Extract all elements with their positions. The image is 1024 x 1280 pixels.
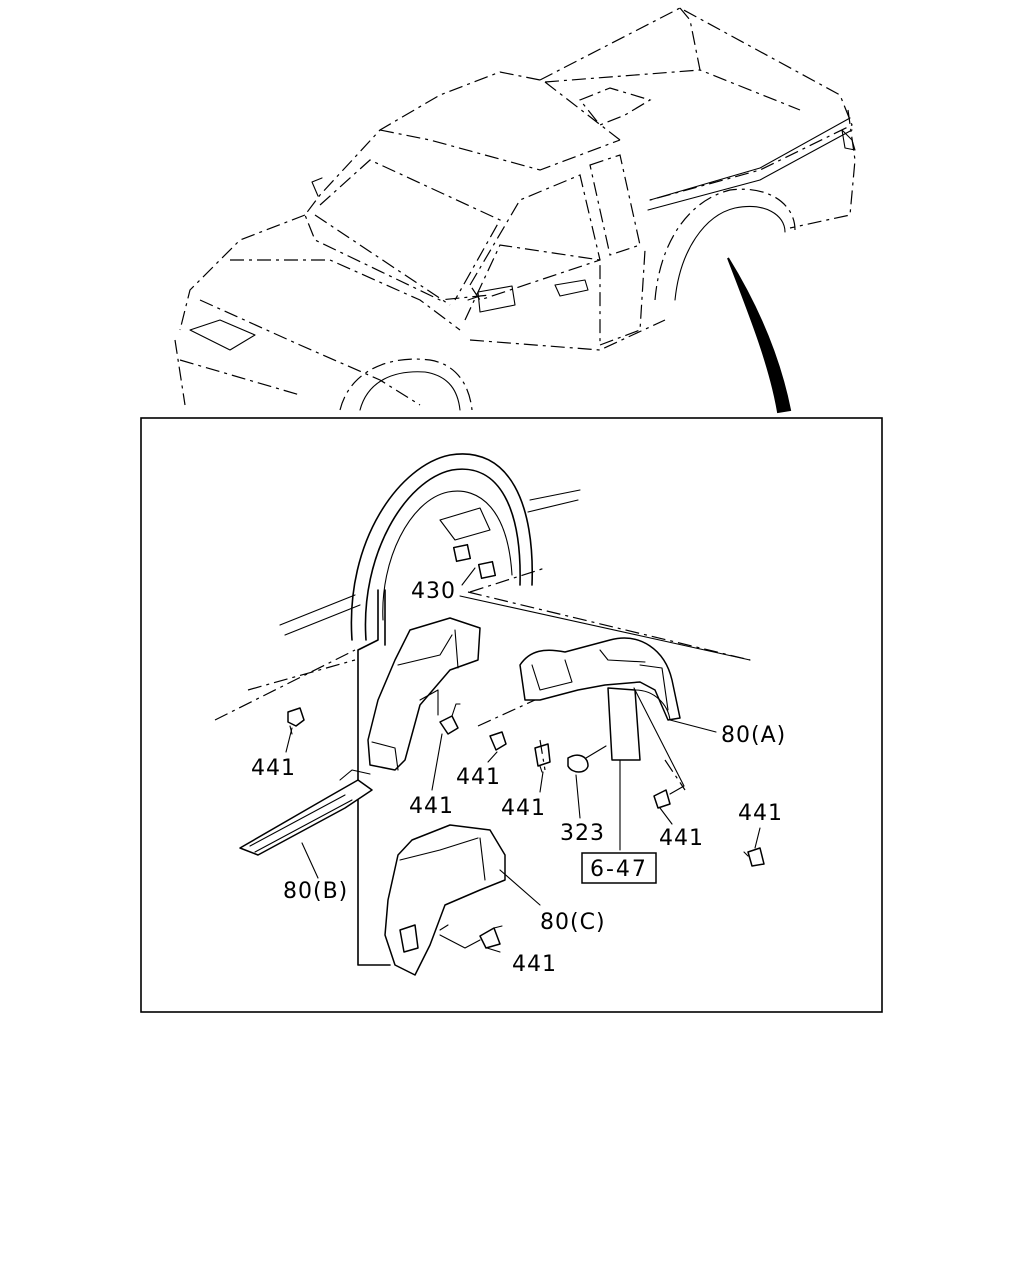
callout-80c: 80(C) xyxy=(540,910,606,935)
detail-frame xyxy=(140,417,883,1013)
callout-441-mid1: 441 xyxy=(409,794,454,819)
part-430-nut-plates xyxy=(452,543,751,661)
callout-441-left: 441 xyxy=(251,756,296,781)
clip-icon xyxy=(439,703,461,735)
detail-pointer xyxy=(727,257,792,414)
clip-icon xyxy=(534,743,551,773)
callout-441-right1: 441 xyxy=(659,826,704,851)
callout-323: 323 xyxy=(560,821,605,846)
callout-80b: 80(B) xyxy=(283,879,348,904)
screw-323-icon xyxy=(567,745,607,773)
callout-430: 430 xyxy=(411,579,456,604)
clip-icon xyxy=(653,789,671,809)
fender-body xyxy=(214,453,581,966)
leader-lines xyxy=(285,595,761,953)
clip-icon xyxy=(287,707,305,735)
callout-441-right2: 441 xyxy=(738,801,783,826)
clip-icon xyxy=(743,847,765,867)
part-80b-liner xyxy=(239,617,481,856)
reference-box[interactable]: 6-47 xyxy=(590,857,648,882)
clip-icon xyxy=(479,925,503,949)
clip-icon xyxy=(489,731,507,751)
truck-illustration xyxy=(174,7,856,411)
callout-441-bottom: 441 xyxy=(512,952,557,977)
callout-441-mid2: 441 xyxy=(456,765,501,790)
callout-441-mid3: 441 xyxy=(501,796,546,821)
clip-441-icons xyxy=(287,703,765,949)
callout-80a: 80(A) xyxy=(721,723,786,748)
part-80c-liner xyxy=(384,824,506,976)
part-80a-liner xyxy=(519,637,681,761)
ref-box-frame xyxy=(581,852,657,884)
